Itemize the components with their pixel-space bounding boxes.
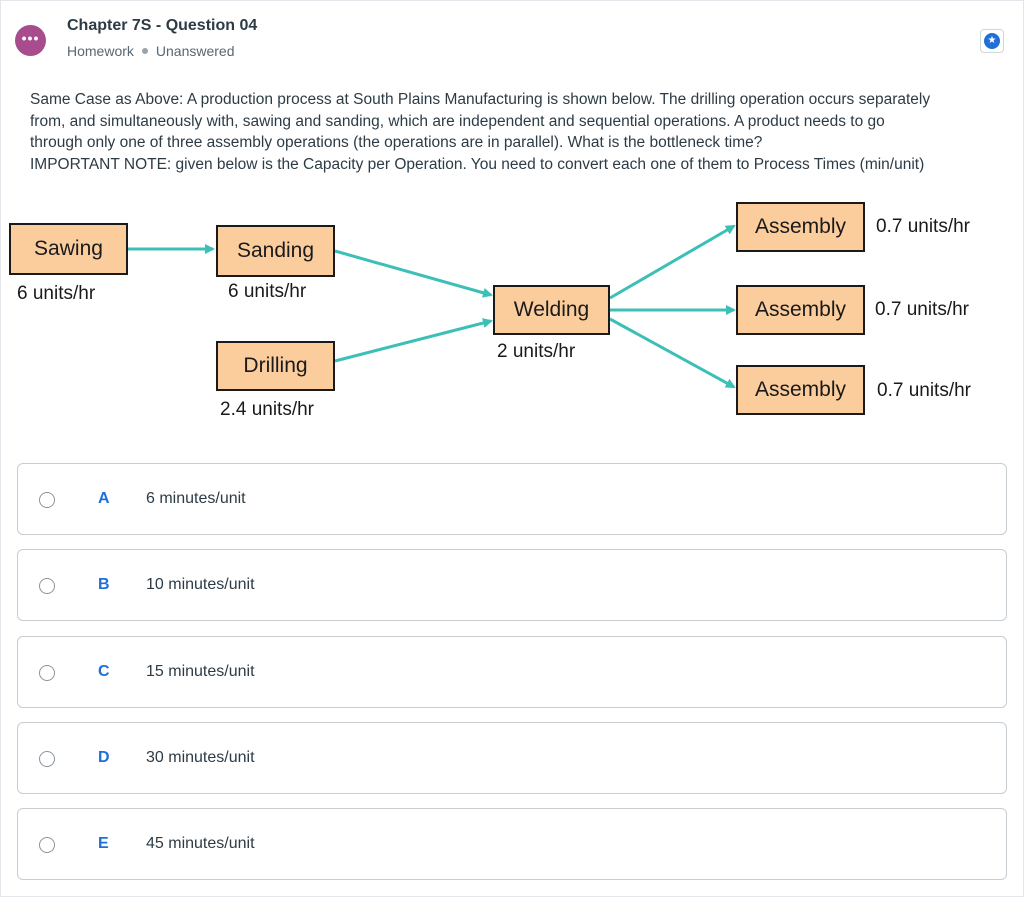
drilling-capacity: 2.4 units/hr <box>220 399 314 420</box>
radio-button[interactable] <box>39 578 55 594</box>
radio-button[interactable] <box>39 751 55 767</box>
option-text: 15 minutes/unit <box>146 663 255 680</box>
sawing-box: Sawing <box>9 223 128 275</box>
question-line: IMPORTANT NOTE: given below is the Capac… <box>30 155 925 173</box>
arrow-sanding-welding <box>334 249 493 298</box>
assembly-box-2: Assembly <box>736 285 865 335</box>
question-status: Unanswered <box>155 43 235 59</box>
welding-capacity: 2 units/hr <box>497 341 576 362</box>
assembly-box-3: Assembly <box>736 365 865 415</box>
option-text: 6 minutes/unit <box>146 490 246 507</box>
option-letter: A <box>98 490 110 507</box>
assembly-capacity-1: 0.7 units/hr <box>876 216 970 237</box>
answer-option-b[interactable]: B 10 minutes/unit <box>17 549 1007 621</box>
assembly-capacity-2: 0.7 units/hr <box>875 299 969 320</box>
question-text: Same Case as Above: A production process… <box>30 89 1005 175</box>
answer-option-c[interactable]: C 15 minutes/unit <box>17 636 1007 708</box>
drilling-box: Drilling <box>216 341 335 391</box>
radio-button[interactable] <box>39 665 55 681</box>
bookmark-button[interactable]: ★ <box>980 29 1004 53</box>
option-letter: D <box>98 749 110 766</box>
question-meta: Homework Unanswered <box>67 43 235 59</box>
answer-option-a[interactable]: A 6 minutes/unit <box>17 463 1007 535</box>
arrow-drilling-welding <box>334 318 493 363</box>
radio-button[interactable] <box>39 837 55 853</box>
answer-option-d[interactable]: D 30 minutes/unit <box>17 722 1007 794</box>
arrow-welding-assembly-3 <box>609 317 736 389</box>
question-title: Chapter 7S - Question 04 <box>67 17 258 34</box>
chat-bubble-icon: ••• <box>15 25 46 56</box>
separator-dot <box>141 48 148 54</box>
answer-option-e[interactable]: E 45 minutes/unit <box>17 808 1007 880</box>
option-text: 10 minutes/unit <box>146 576 255 593</box>
question-type: Homework <box>67 43 134 59</box>
sanding-box: Sanding <box>216 225 335 277</box>
option-letter: C <box>98 663 110 680</box>
star-icon: ★ <box>984 33 1000 49</box>
option-text: 45 minutes/unit <box>146 835 255 852</box>
assembly-box-1: Assembly <box>736 202 865 252</box>
question-line: from, and simultaneously with, sawing an… <box>30 112 885 130</box>
question-line: through only one of three assembly opera… <box>30 134 763 151</box>
welding-box: Welding <box>493 285 610 335</box>
question-line: Same Case as Above: A production process… <box>30 91 931 108</box>
sawing-capacity: 6 units/hr <box>17 283 96 304</box>
assembly-capacity-3: 0.7 units/hr <box>877 380 971 401</box>
sanding-capacity: 6 units/hr <box>228 281 307 302</box>
option-letter: E <box>98 835 109 852</box>
option-text: 30 minutes/unit <box>146 749 255 766</box>
flow-arrows <box>128 224 736 389</box>
arrow-welding-assembly-1 <box>609 224 736 300</box>
process-diagram: Sawing 6 units/hr Sanding 6 units/hr Dri… <box>1 191 1024 431</box>
option-letter: B <box>98 576 110 593</box>
radio-button[interactable] <box>39 492 55 508</box>
